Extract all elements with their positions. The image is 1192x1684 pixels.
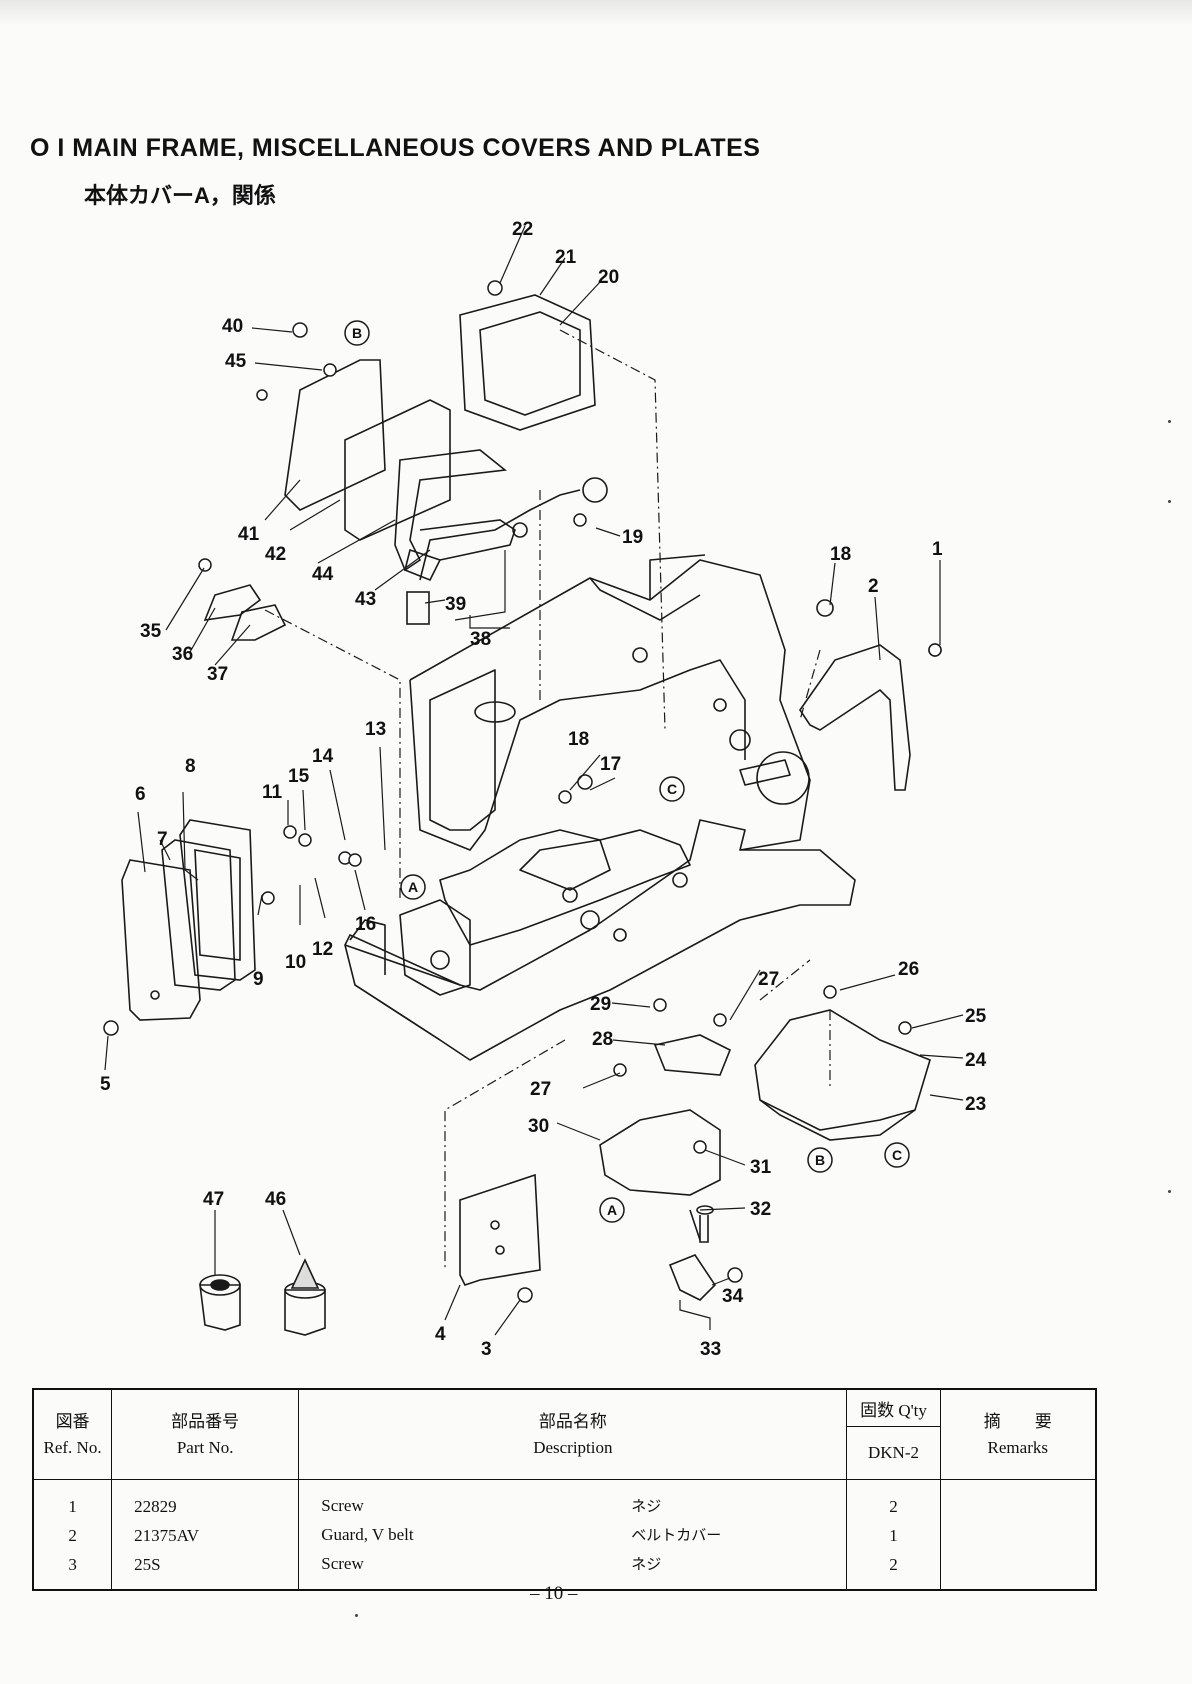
callout-19: 19	[622, 527, 643, 548]
callout-20: 20	[598, 267, 619, 288]
callout-27-left: 27	[530, 1079, 551, 1100]
callout-43: 43	[355, 589, 376, 610]
callout-16: 16	[355, 914, 376, 935]
callout-22: 22	[512, 219, 533, 240]
callout-17: 17	[600, 754, 621, 775]
callout-4: 4	[435, 1324, 446, 1345]
header-ref-no: 図番 Ref. No.	[32, 1389, 113, 1480]
callout-21: 21	[555, 247, 577, 268]
callout-31: 31	[750, 1157, 772, 1178]
callout-13: 13	[365, 719, 386, 740]
frame-base-outline	[344, 819, 856, 1061]
callout-38: 38	[470, 629, 491, 650]
callout-24: 24	[965, 1050, 987, 1071]
callout-46: 46	[265, 1189, 286, 1210]
callout-8: 8	[185, 756, 196, 777]
ref-mark-b-plate: B	[815, 1152, 825, 1168]
ref-mark-a-frame: A	[408, 879, 418, 895]
scan-speck	[1168, 420, 1171, 423]
ref-mark-b-top: B	[352, 325, 362, 341]
callout-28: 28	[592, 1029, 613, 1050]
parts-list-table: 図番 Ref. No. 部品番号 Part No. 部品名称 Descripti…	[32, 1388, 1097, 1591]
callout-1: 1	[932, 539, 943, 560]
callout-39: 39	[445, 594, 466, 615]
callout-18-right: 18	[830, 544, 851, 565]
header-part-no: 部品番号 Part No.	[111, 1389, 300, 1480]
callout-32: 32	[750, 1199, 771, 1220]
page-subtitle: 本体カバーA，関係	[84, 183, 276, 208]
callout-30: 30	[528, 1116, 549, 1137]
ref-mark-c-frame: C	[667, 781, 677, 797]
callout-26: 26	[898, 959, 919, 980]
callout-40: 40	[222, 316, 243, 337]
callout-41: 41	[238, 524, 260, 545]
callout-14: 14	[312, 746, 334, 767]
scan-top-shade	[0, 0, 1192, 26]
callout-35: 35	[140, 621, 162, 642]
header-qty: 固数 Q'ty	[846, 1389, 941, 1427]
frame-arm-outline	[409, 559, 811, 851]
callout-23: 23	[965, 1094, 986, 1115]
callout-10: 10	[285, 952, 306, 973]
callout-15: 15	[288, 766, 310, 787]
exploded-parts-diagram: B A C B C A 1 2 3 4 5 6 7 8 9 10 11 12 1…	[100, 219, 987, 1360]
scan-speck	[355, 1614, 358, 1617]
ref-mark-a-plate: A	[607, 1202, 617, 1218]
callout-18-frame: 18	[568, 729, 589, 750]
callout-3: 3	[481, 1339, 492, 1360]
callout-44: 44	[312, 564, 334, 585]
header-remarks: 摘 要 Remarks	[939, 1389, 1097, 1480]
callout-7: 7	[157, 829, 168, 850]
callout-12: 12	[312, 939, 333, 960]
scan-speck	[1168, 1190, 1171, 1193]
callout-47: 47	[203, 1189, 224, 1210]
callout-45: 45	[225, 351, 247, 372]
scan-speck	[1168, 500, 1171, 503]
callout-25: 25	[965, 1006, 987, 1027]
callout-29: 29	[590, 994, 611, 1015]
ref-mark-c-plate: C	[892, 1147, 902, 1163]
callout-11: 11	[262, 782, 283, 803]
callout-5: 5	[100, 1074, 111, 1095]
page-title: O I MAIN FRAME, MISCELLANEOUS COVERS AND…	[30, 134, 761, 162]
callout-6: 6	[135, 784, 146, 805]
callout-34: 34	[722, 1286, 744, 1307]
header-qty-model: DKN-2	[846, 1426, 941, 1480]
callout-33: 33	[700, 1339, 721, 1360]
header-description: 部品名称 Description	[298, 1389, 848, 1480]
page-number: – 10 –	[530, 1583, 578, 1604]
callout-27-right: 27	[758, 969, 779, 990]
callout-2: 2	[868, 576, 879, 597]
callout-9: 9	[253, 969, 264, 990]
callout-37: 37	[207, 664, 228, 685]
callout-36: 36	[172, 644, 193, 665]
callout-42: 42	[265, 544, 286, 565]
